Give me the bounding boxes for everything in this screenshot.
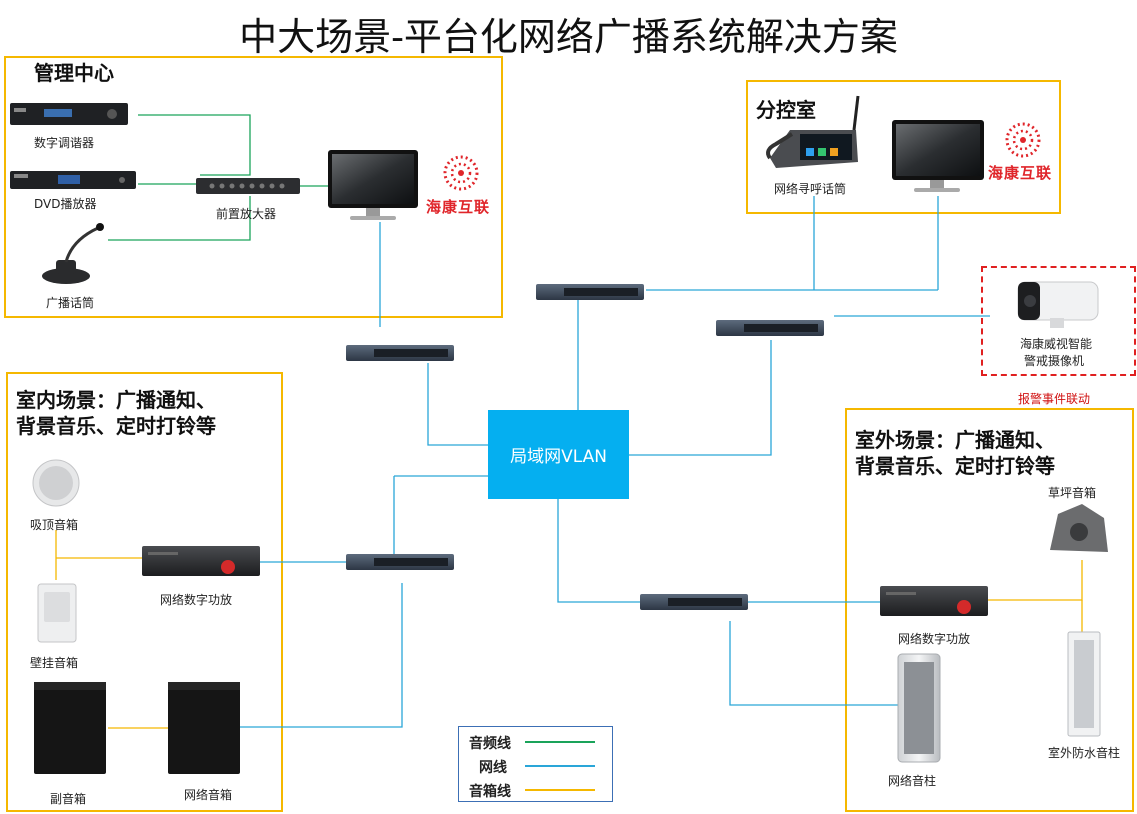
- legend-network-label: 网线: [479, 760, 507, 776]
- switch-management: [346, 345, 454, 361]
- brand-logo-branch: [1005, 122, 1041, 158]
- switch-outdoor: [640, 594, 748, 610]
- audio-lines: [108, 114, 328, 241]
- preamp-device: [196, 178, 300, 194]
- intercom-label: 网络寻呼话筒: [774, 182, 847, 196]
- camera-label-line1: 海康威视智能: [1020, 337, 1093, 351]
- dvd-player-device: [10, 171, 136, 189]
- indoor-amp-label: 网络数字功放: [160, 593, 233, 607]
- management-center-title: 管理中心: [34, 61, 114, 85]
- switch-branch: [536, 284, 644, 300]
- indoor-title-line1: 室内场景：广播通知、: [16, 388, 216, 412]
- legend-audio-label: 音频线: [469, 736, 511, 752]
- management-monitor: [328, 150, 418, 220]
- legend-audio-line: [525, 741, 595, 743]
- wall-speaker-device: [37, 583, 77, 643]
- outdoor-amp-label: 网络数字功放: [898, 632, 971, 646]
- brand-text-management: 海康互联: [426, 198, 491, 216]
- switch-indoor: [346, 554, 454, 570]
- switch-camera: [716, 320, 824, 336]
- legend-speaker-label: 音箱线: [469, 784, 511, 800]
- lawn-speaker-label: 草坪音箱: [1048, 486, 1097, 500]
- alarm-link-label: 报警事件联动: [1018, 392, 1091, 406]
- legend-speaker-line: [525, 789, 595, 791]
- mic-label: 广播话筒: [46, 296, 95, 310]
- column-speaker-label: 网络音柱: [888, 774, 937, 788]
- brand-logo-management: [443, 155, 479, 191]
- alert-camera-device: [1017, 281, 1099, 328]
- branch-monitor: [892, 120, 984, 192]
- lawn-speaker-device: [1050, 504, 1108, 552]
- legend: 音频线 网线 音箱线: [458, 726, 613, 802]
- preamp-label: 前置放大器: [216, 207, 277, 221]
- lan-vlan-hub: 局域网VLAN: [488, 410, 629, 499]
- outdoor-zone: [845, 408, 1134, 812]
- legend-network-line: [525, 765, 595, 767]
- tuner-label: 数字调谐器: [34, 136, 95, 150]
- management-center-zone: [4, 56, 503, 318]
- branch-control-title: 分控室: [756, 98, 816, 122]
- column-speaker-device: [897, 653, 941, 763]
- indoor-amp-device: [142, 546, 260, 576]
- brand-text-branch: 海康互联: [988, 164, 1053, 182]
- outdoor-amp-device: [880, 586, 988, 616]
- sub-speaker-device: [34, 682, 106, 774]
- waterproof-column-label: 室外防水音柱: [1048, 746, 1121, 760]
- network-speaker-device: [168, 682, 240, 774]
- dvd-label: DVD播放器: [34, 197, 97, 211]
- camera-label-line2: 警戒摄像机: [1024, 354, 1085, 368]
- branch-control-zone: [746, 80, 1061, 214]
- waterproof-column-device: [1067, 631, 1101, 737]
- outdoor-title-line2: 背景音乐、定时打铃等: [855, 454, 1055, 478]
- indoor-title-line2: 背景音乐、定时打铃等: [16, 414, 216, 438]
- digital-tuner-device: [10, 103, 128, 125]
- camera-zone: [981, 266, 1136, 376]
- sub-speaker-label: 副音箱: [50, 792, 87, 806]
- ceiling-speaker-device: [32, 459, 80, 507]
- broadcast-mic-device: [42, 223, 104, 284]
- page-title: 中大场景-平台化网络广播系统解决方案: [239, 15, 898, 59]
- speaker-lines: [55, 530, 1083, 729]
- network-lines: [240, 196, 990, 728]
- indoor-zone: [6, 372, 283, 812]
- intercom-device: [766, 95, 860, 168]
- vlan-label: 局域网VLAN: [510, 447, 607, 467]
- net-speaker-label: 网络音箱: [184, 788, 233, 802]
- ceiling-speaker-label: 吸顶音箱: [30, 518, 79, 532]
- wall-speaker-label: 壁挂音箱: [30, 656, 79, 670]
- outdoor-title-line1: 室外场景：广播通知、: [855, 428, 1055, 452]
